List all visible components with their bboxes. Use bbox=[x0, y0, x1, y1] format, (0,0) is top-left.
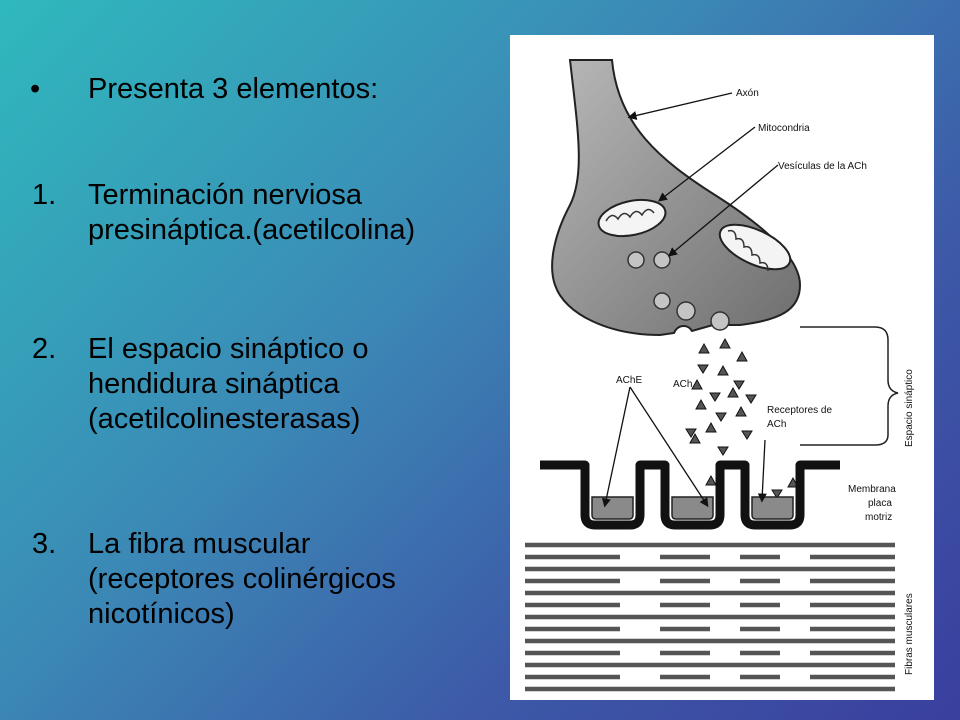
label-muscle-fibers: Fibras musculares bbox=[904, 593, 915, 675]
label-membrane-line-2: placa bbox=[868, 498, 892, 509]
mitochondrion-right bbox=[718, 223, 792, 272]
item-3-line-3: nicotínicos) bbox=[88, 598, 235, 630]
label-membrane-line-1: Membrana bbox=[848, 484, 896, 495]
item-1-line-1: Terminación nerviosa bbox=[88, 179, 363, 211]
synaptic-space-bracket bbox=[800, 326, 899, 446]
axon-terminal bbox=[551, 59, 802, 337]
item-3-line-2: (receptores colinérgicos bbox=[88, 563, 396, 595]
synapse-svg: Espacio sináptico bbox=[525, 59, 915, 692]
item-1-line-2: presináptica.(acetilcolina) bbox=[88, 214, 416, 246]
item-2-line-3: (acetilcolinesterasas) bbox=[88, 403, 361, 435]
label-synaptic-space: Espacio sináptico bbox=[904, 369, 915, 447]
item-1-marker: 1. bbox=[32, 179, 57, 211]
item-3-marker: 3. bbox=[32, 528, 57, 560]
postsynaptic-folds bbox=[591, 496, 794, 520]
item-3-line-1: La fibra muscular bbox=[88, 528, 311, 560]
slide-text-column: • Presenta 3 elementos: 1. Terminación n… bbox=[30, 73, 416, 630]
label-receptors-line-2: ACh bbox=[767, 419, 786, 430]
bullet-marker: • bbox=[30, 73, 41, 105]
label-mitochondria: Mitocondria bbox=[758, 123, 810, 134]
label-ache: AChE bbox=[616, 375, 642, 386]
ach-vesicles bbox=[627, 251, 730, 331]
item-2-line-2: hendidura sináptica bbox=[88, 368, 340, 400]
mitochondrion-left bbox=[597, 198, 667, 238]
ach-molecules bbox=[685, 337, 799, 510]
label-ach: ACh bbox=[673, 379, 692, 390]
label-membrane-line-3: motriz bbox=[865, 512, 892, 523]
motor-end-plate-membrane bbox=[540, 460, 840, 530]
item-2-marker: 2. bbox=[32, 333, 57, 365]
bullet-text: Presenta 3 elementos: bbox=[88, 73, 379, 105]
item-2-line-1: El espacio sináptico o bbox=[88, 333, 369, 365]
label-axon: Axón bbox=[736, 88, 759, 99]
label-vesicles: Vesículas de la ACh bbox=[778, 161, 867, 172]
label-pointers bbox=[601, 92, 779, 508]
synapse-diagram: Espacio sináptico bbox=[510, 35, 934, 700]
label-receptors-line-1: Receptores de bbox=[767, 405, 832, 416]
muscle-fibers bbox=[525, 542, 895, 692]
